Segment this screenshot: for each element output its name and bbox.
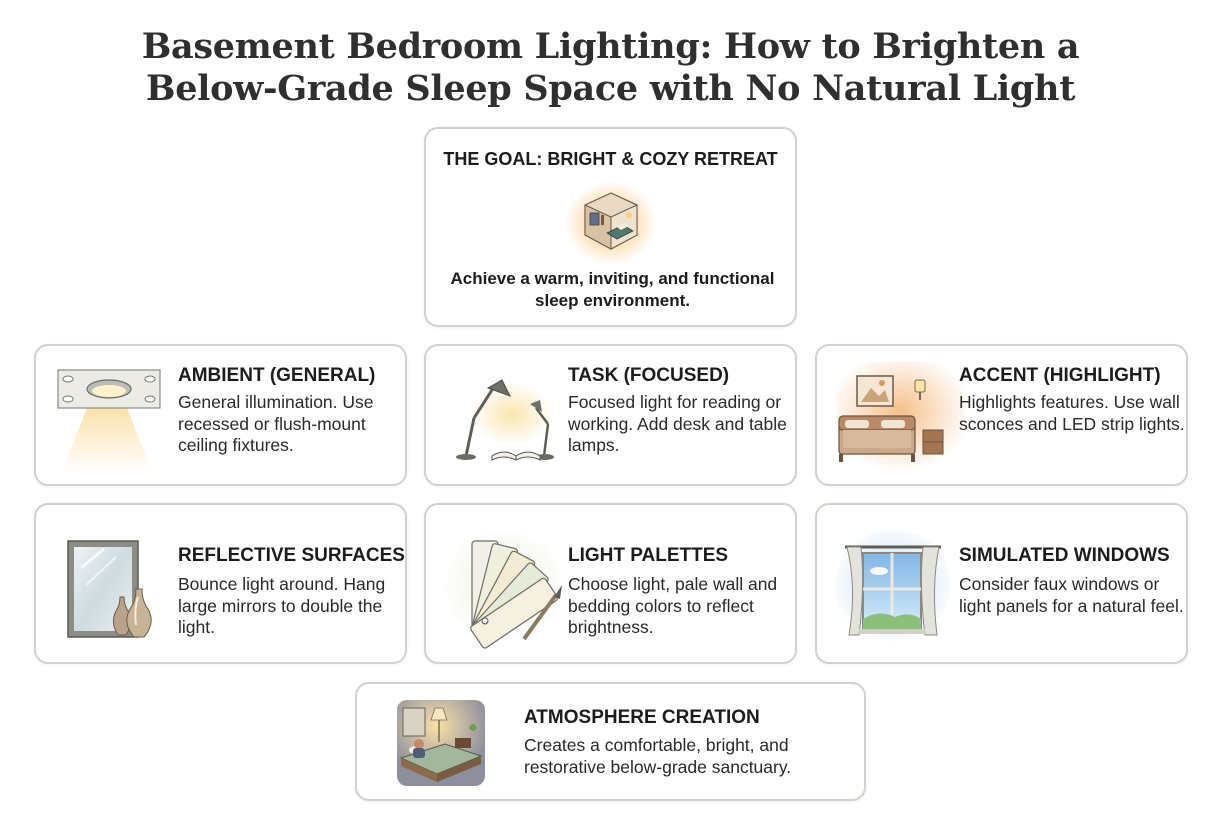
relaxing-bedroom-icon <box>395 698 487 788</box>
card-heading: ATMOSPHERE CREATION <box>524 707 760 728</box>
card-description: Creates a comfortable, bright, and resto… <box>524 735 792 777</box>
paint-swatch-icon <box>444 529 574 649</box>
card-heading: TASK (FOCUSED) <box>568 365 730 386</box>
goal-heading: THE GOAL: BRIGHT & COZY RETREAT <box>443 149 778 169</box>
card-description: Consider faux windows or light panels fo… <box>959 574 1184 616</box>
ceiling-light-icon <box>54 362 184 472</box>
page-title: Basement Bedroom Lighting: How to Bright… <box>0 26 1221 110</box>
ambient-card: AMBIENT (GENERAL) General illumination. … <box>34 344 407 486</box>
reflective-card: REFLECTIVE SURFACES Bounce light around.… <box>34 503 407 664</box>
card-heading: REFLECTIVE SURFACES <box>178 545 405 566</box>
card-description: General illumination. Use recessed or fl… <box>178 392 374 455</box>
goal-description: Achieve a warm, inviting, and functional… <box>450 269 775 310</box>
card-heading: LIGHT PALETTES <box>568 545 729 566</box>
simulated-windows-card: SIMULATED WINDOWS Consider faux windows … <box>815 503 1188 664</box>
card-description: Choose light, pale wall and bedding colo… <box>568 574 778 637</box>
cozy-bedroom-icon <box>565 181 657 265</box>
card-heading: AMBIENT (GENERAL) <box>178 365 376 386</box>
faux-window-icon <box>835 527 965 641</box>
task-card: TASK (FOCUSED) Focused light for reading… <box>424 344 797 486</box>
accent-card: ACCENT (HIGHLIGHT) Highlights features. … <box>815 344 1188 486</box>
desk-lamp-icon <box>444 362 574 472</box>
card-heading: SIMULATED WINDOWS <box>959 545 1170 566</box>
light-palettes-card: LIGHT PALETTES Choose light, pale wall a… <box>424 503 797 664</box>
card-heading: ACCENT (HIGHLIGHT) <box>959 365 1161 386</box>
title-line-2: Below-Grade Sleep Space with No Natural … <box>145 68 1076 109</box>
card-description: Focused light for reading or working. Ad… <box>568 392 787 455</box>
card-description: Highlights features. Use wall sconces an… <box>959 392 1185 434</box>
wall-sconce-bed-icon <box>835 362 965 472</box>
goal-card: THE GOAL: BRIGHT & COZY RETREAT Achieve … <box>424 127 797 327</box>
title-line-1: Basement Bedroom Lighting: How to Bright… <box>141 26 1080 67</box>
card-description: Bounce light around. Hang large mirrors … <box>178 574 386 637</box>
mirror-vase-icon <box>54 527 184 638</box>
atmosphere-card: ATMOSPHERE CREATION Creates a comfortabl… <box>355 682 866 801</box>
